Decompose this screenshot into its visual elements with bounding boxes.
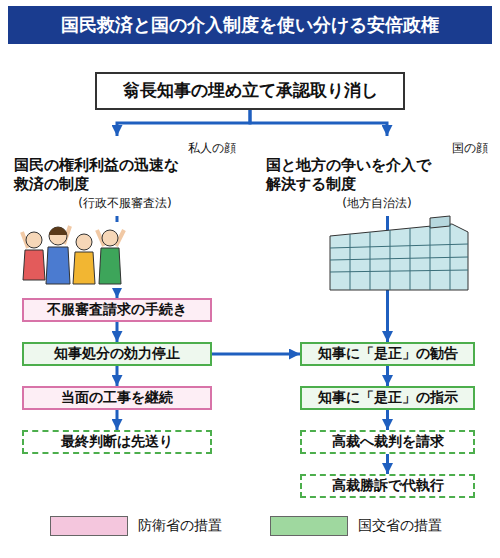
flow-arrow [116,322,119,342]
box-text: 翁長知事の埋め立て承認取り消し [103,80,397,101]
step-box: 知事に「是正」の勧告 [300,342,475,366]
legend-text: 国交省の措置 [358,517,442,535]
box-text: 高裁勝訴で代執行 [308,477,467,495]
system-name: 国と地方の争いを介入で 解決する制度 [266,156,488,194]
legend-item: 国交省の措置 [270,516,442,536]
step-box: 最終判断は先送り [22,430,212,454]
step-box: 不服審査請求の手続き [22,298,212,322]
title-band: 国民救済と国の介入制度を使い分ける安倍政権 [8,6,492,44]
step-box: 高裁勝訴で代執行 [300,474,475,498]
legend-item: 防衛省の措置 [50,516,222,536]
system-heading: 私人の顔国民の権利利益の迅速な 救済の制度 (行政不服審査法) [10,136,240,216]
step-box: 知事処分の効力停止 [22,342,212,366]
flow-arrow [386,454,389,474]
flow-arrow [212,353,300,356]
box-text: 最終判断は先送り [30,433,204,451]
box-text: 知事処分の効力停止 [30,345,204,363]
face-label: 国の顔 [266,141,488,156]
legend-swatch [270,516,348,536]
system-name: 国民の権利利益の迅速な 救済の制度 [14,156,236,194]
legend-swatch [50,516,128,536]
flow-arrow [386,410,389,430]
step-box: 当面の工事を継続 [22,386,212,410]
box-text: 知事に「是正」の勧告 [308,345,467,363]
title-text: 国民救済と国の介入制度を使い分ける安倍政権 [61,13,439,37]
flow-arrow [117,110,250,136]
step-box: 知事に「是正」の指示 [300,386,475,410]
face-label: 私人の顔 [14,141,236,156]
step-box: 高裁へ裁判を請求 [300,430,475,454]
box-text: 高裁へ裁判を請求 [308,433,467,451]
box-text: 当面の工事を継続 [30,389,204,407]
box-text: 知事に「是正」の指示 [308,389,467,407]
flow-arrow [116,216,119,298]
flow-arrow [386,366,389,386]
flow-arrow [386,216,389,342]
flow-arrow [116,366,119,386]
flow-arrow [116,410,119,430]
law-name: (行政不服審査法) [14,196,236,211]
law-name: (地方自治法) [266,196,488,211]
building-illustration [330,216,468,290]
system-heading: 国の顔国と地方の争いを介入で 解決する制度 (地方自治法) [262,136,492,216]
flow-arrow [250,110,387,136]
source-box: 翁長知事の埋め立て承認取り消し [95,72,405,110]
box-text: 不服審査請求の手続き [30,301,204,319]
legend-text: 防衛省の措置 [138,517,222,535]
